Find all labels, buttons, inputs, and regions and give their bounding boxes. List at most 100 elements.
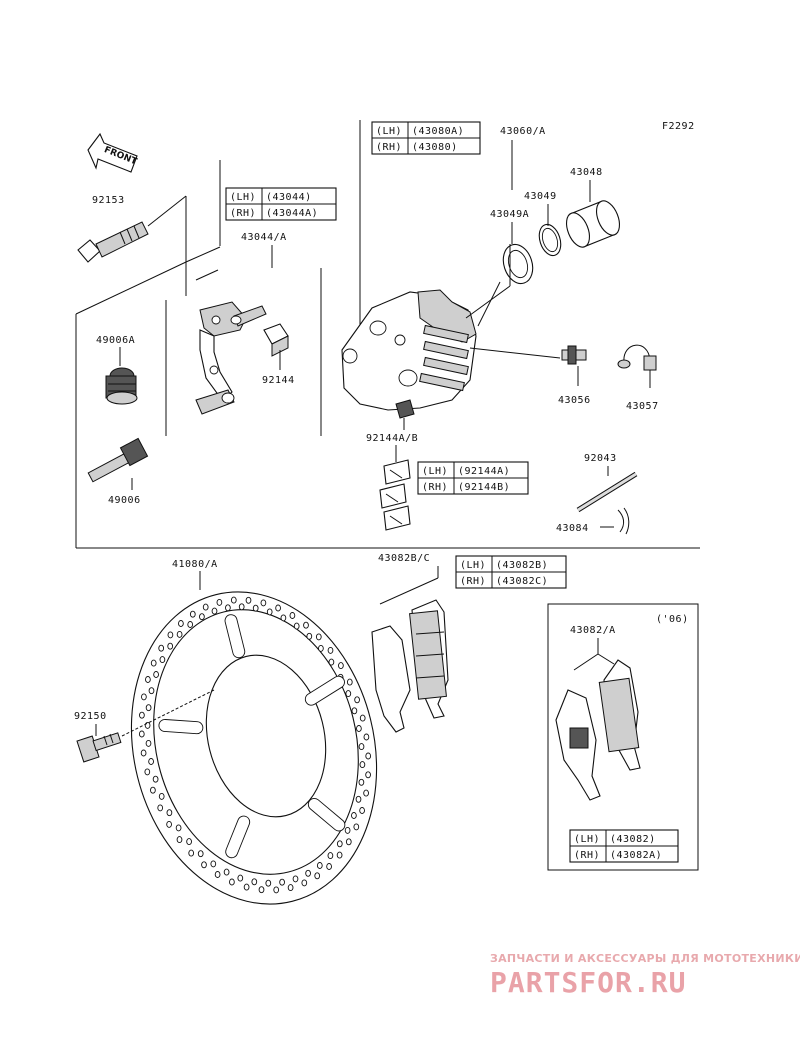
disc-drill-hole bbox=[223, 868, 230, 876]
disc-drill-hole bbox=[150, 786, 156, 794]
disc-drill-hole bbox=[327, 646, 334, 654]
callout-43057: 43057 bbox=[626, 401, 659, 412]
disc-drill-hole bbox=[359, 714, 366, 722]
caliper-table: (LH) (43080A) (RH) (43080) bbox=[371, 121, 481, 155]
disc-drill-hole bbox=[279, 878, 285, 886]
brake-disc-41080 bbox=[130, 591, 378, 905]
disc-drill-hole bbox=[293, 622, 300, 630]
disc-drill-hole bbox=[292, 875, 299, 883]
disc-drill-hole bbox=[351, 707, 358, 715]
disc-drill-hole bbox=[178, 620, 184, 627]
disc-drill-hole bbox=[148, 758, 154, 765]
callout-43048: 43048 bbox=[570, 167, 603, 178]
pin-49006 bbox=[87, 437, 149, 490]
disc-drill-hole bbox=[365, 752, 372, 760]
callout-92144: 92144 bbox=[262, 375, 295, 386]
disc-bolt-92150 bbox=[76, 732, 122, 763]
svg-text:(LH): (LH) bbox=[422, 466, 448, 477]
disc-drill-hole bbox=[336, 840, 343, 848]
disc-drill-hole bbox=[188, 849, 195, 857]
disc-drill-hole bbox=[258, 886, 265, 894]
disc-drill-hole bbox=[158, 792, 165, 800]
pad-pin-92043 bbox=[576, 471, 638, 513]
disc-drill-hole bbox=[201, 861, 207, 869]
disc-drill-hole bbox=[275, 604, 281, 612]
svg-text:(LH): (LH) bbox=[460, 560, 486, 571]
clip-43084 bbox=[617, 507, 630, 535]
disc-drill-hole bbox=[287, 884, 294, 892]
holder-table: (LH) (43044) (RH) (43044A) bbox=[225, 187, 337, 221]
disc-drill-hole bbox=[167, 631, 174, 639]
disc-drill-hole bbox=[305, 869, 311, 877]
disc-drill-hole bbox=[301, 879, 308, 887]
svg-text:(92144B): (92144B) bbox=[458, 482, 510, 493]
seal-43049A bbox=[502, 243, 534, 285]
disc-drill-hole bbox=[186, 838, 192, 846]
cap-43057 bbox=[617, 344, 657, 371]
disc-slot bbox=[307, 797, 346, 832]
disc-drill-hole bbox=[229, 878, 235, 886]
disc-drill-hole bbox=[148, 687, 155, 695]
disc-drill-hole bbox=[167, 642, 174, 650]
disc-drill-hole bbox=[265, 879, 272, 887]
svg-text:(43082C): (43082C) bbox=[496, 576, 548, 587]
disc-drill-hole bbox=[251, 878, 258, 886]
brake-pad-43082A bbox=[555, 659, 641, 801]
disc-drill-hole bbox=[144, 721, 151, 729]
disc-drill-hole bbox=[153, 671, 159, 678]
disc-drill-hole bbox=[314, 872, 321, 880]
disc-drill-hole bbox=[358, 778, 365, 786]
brake-pad-43082BC bbox=[371, 599, 449, 733]
disc-drill-hole bbox=[144, 768, 151, 776]
disc-drill-hole bbox=[166, 809, 173, 817]
svg-text:(43080): (43080) bbox=[412, 142, 458, 153]
disc-drill-hole bbox=[150, 659, 157, 667]
disc-drill-hole bbox=[306, 632, 313, 640]
svg-text:(43082A): (43082A) bbox=[610, 850, 662, 861]
callout-49006A: 49006A bbox=[96, 335, 135, 346]
disc-drill-hole bbox=[345, 690, 352, 698]
callout-92150: 92150 bbox=[74, 711, 107, 722]
disc-drill-hole bbox=[326, 863, 332, 870]
disc-drill-hole bbox=[346, 678, 353, 686]
disc-drill-hole bbox=[139, 711, 145, 719]
disc-drill-hole bbox=[230, 596, 237, 604]
disc-drill-hole bbox=[214, 871, 221, 878]
disc-drill-hole bbox=[189, 610, 196, 618]
watermark-logo: PARTSFOR.RU bbox=[490, 966, 686, 999]
disc-drill-hole bbox=[328, 658, 335, 666]
clip-92144 bbox=[263, 323, 289, 370]
disc-drill-hole bbox=[176, 836, 183, 844]
disc-drill-hole bbox=[260, 599, 267, 607]
svg-text:(43082): (43082) bbox=[610, 834, 656, 845]
watermark-tagline: ЗАПЧАСТИ И АКСЕССУАРЫ ДЛЯ МОТОТЕХНИКИ bbox=[490, 952, 800, 965]
disc-drill-hole bbox=[327, 852, 334, 860]
svg-text:(RH): (RH) bbox=[460, 576, 486, 587]
seal-43049 bbox=[538, 223, 562, 257]
callout-43082BC: 43082B/C bbox=[378, 553, 430, 564]
disc-drill-hole bbox=[280, 614, 287, 622]
piston-43048 bbox=[565, 200, 621, 248]
disc-drill-hole bbox=[318, 644, 324, 652]
disc-drill-hole bbox=[338, 662, 344, 670]
disc-drill-hole bbox=[315, 633, 322, 641]
year-06-box bbox=[547, 603, 699, 871]
disc-drill-hole bbox=[145, 739, 152, 747]
disc-drill-hole bbox=[266, 608, 273, 616]
disc-drill-hole bbox=[225, 604, 231, 612]
disc-slot bbox=[225, 815, 251, 859]
disc-drill-hole bbox=[316, 862, 323, 869]
callout-92144AB: 92144A/B bbox=[366, 433, 418, 444]
disc-drill-hole bbox=[175, 824, 182, 832]
disc-drill-hole bbox=[145, 676, 151, 683]
disc-drill-hole bbox=[210, 860, 217, 868]
boot-49006A bbox=[105, 367, 138, 405]
svg-text:(92144A): (92144A) bbox=[458, 466, 510, 477]
disc-drill-hole bbox=[211, 607, 218, 615]
callout-43084: 43084 bbox=[556, 523, 589, 534]
disc-drill-hole bbox=[159, 656, 166, 664]
disc-drill-hole bbox=[187, 621, 194, 628]
spring-92144AB bbox=[379, 459, 411, 531]
svg-text:(43082B): (43082B) bbox=[496, 560, 548, 571]
